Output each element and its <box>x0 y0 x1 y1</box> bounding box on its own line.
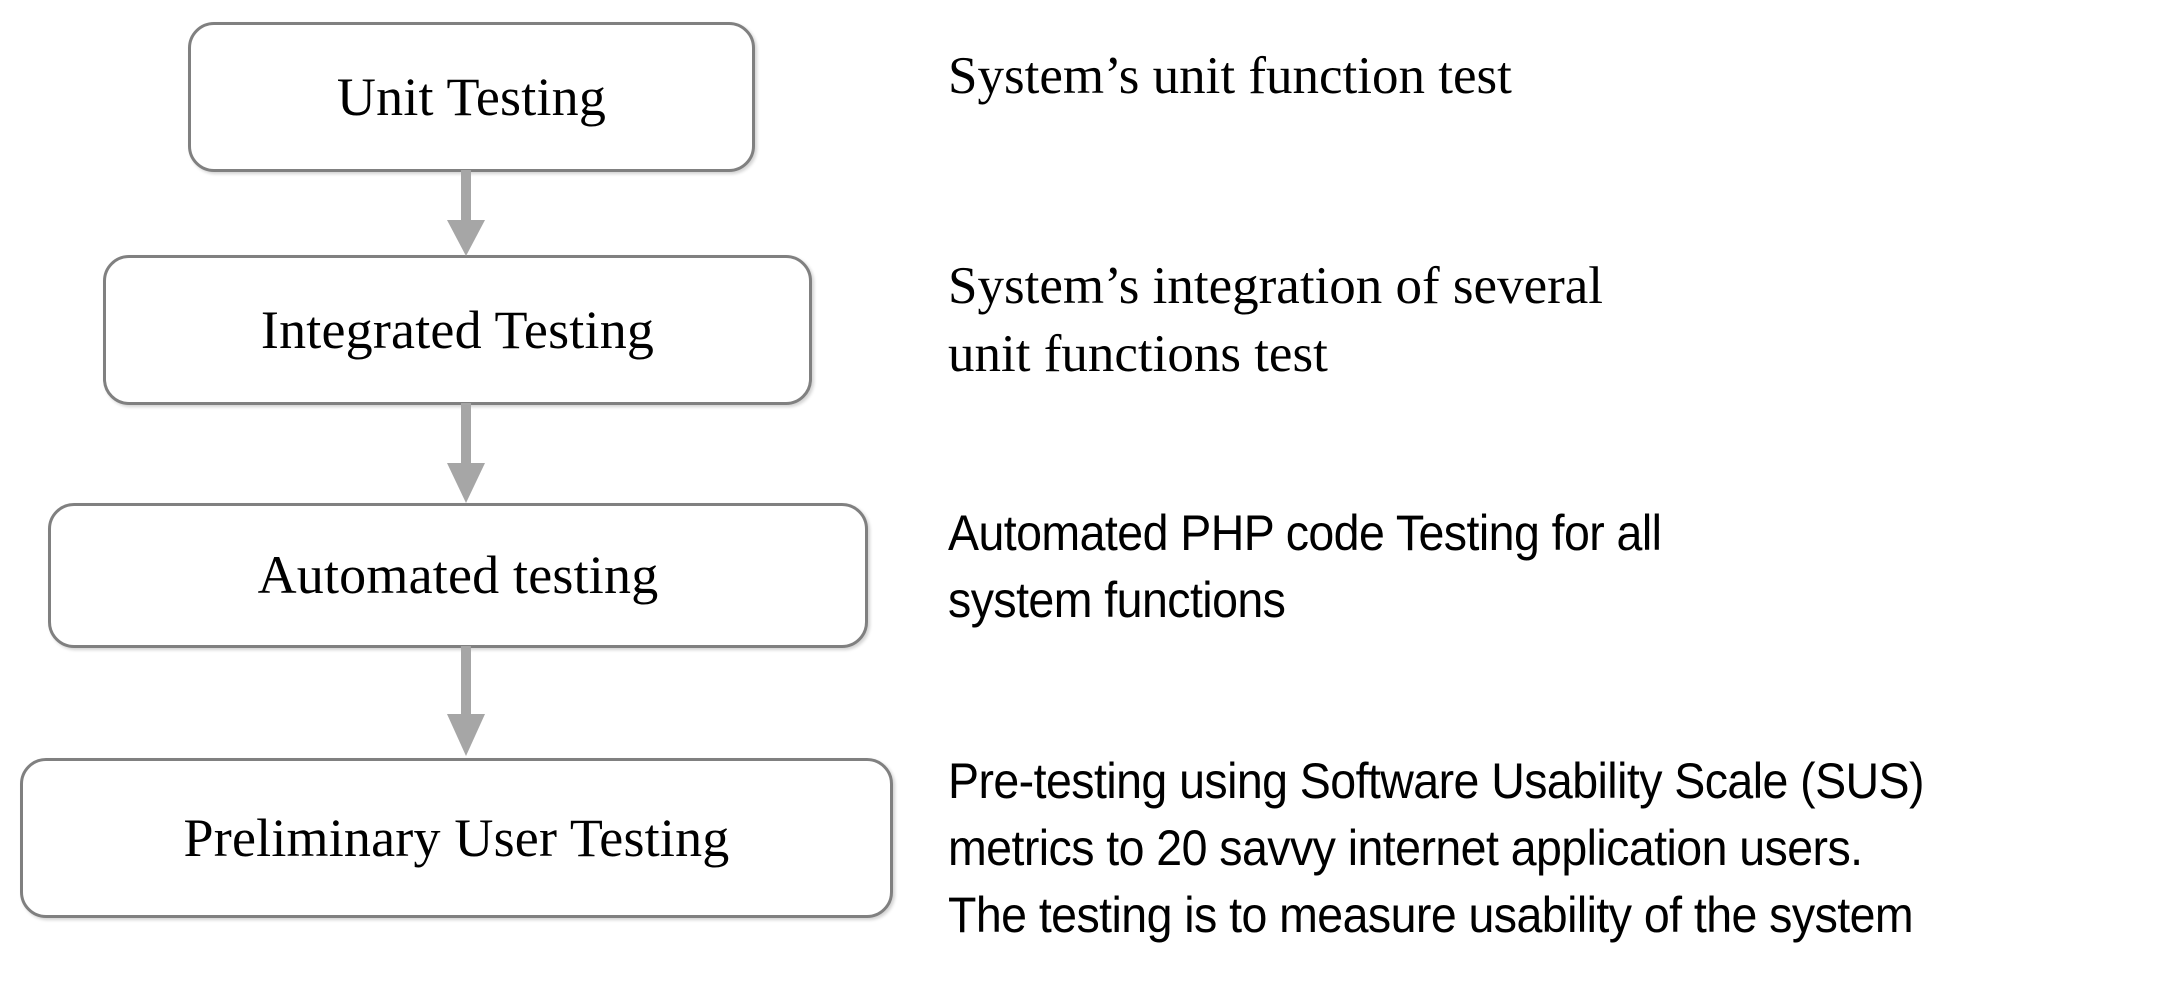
arrow-down-icon-unit-to-integrated <box>443 170 489 258</box>
stage-box-preliminary-user-testing[interactable]: Preliminary User Testing <box>20 758 893 918</box>
stage-description-integrated-testing: System’s integration of several unit fun… <box>948 257 1603 383</box>
stage-description-automated-testing: Automated PHP code Testing for all syste… <box>948 505 1662 628</box>
stage-description-unit-testing: System’s unit function test <box>948 47 1512 105</box>
stage-box-unit-testing[interactable]: Unit Testing <box>188 22 755 172</box>
stage-description-preliminary-user-testing: Pre-testing using Software Usability Sca… <box>948 753 1925 943</box>
stage-box-label: Integrated Testing <box>260 299 655 360</box>
stage-box-label: Automated testing <box>257 545 659 606</box>
stage-box-label: Unit Testing <box>336 66 607 127</box>
stage-box-automated-testing[interactable]: Automated testing <box>48 503 868 648</box>
stage-box-integrated-testing[interactable]: Integrated Testing <box>103 255 812 405</box>
stage-box-label: Preliminary User Testing <box>183 807 730 868</box>
arrow-down-icon-automated-to-preliminary <box>443 646 489 760</box>
arrow-down-icon-integrated-to-automated <box>443 403 489 505</box>
